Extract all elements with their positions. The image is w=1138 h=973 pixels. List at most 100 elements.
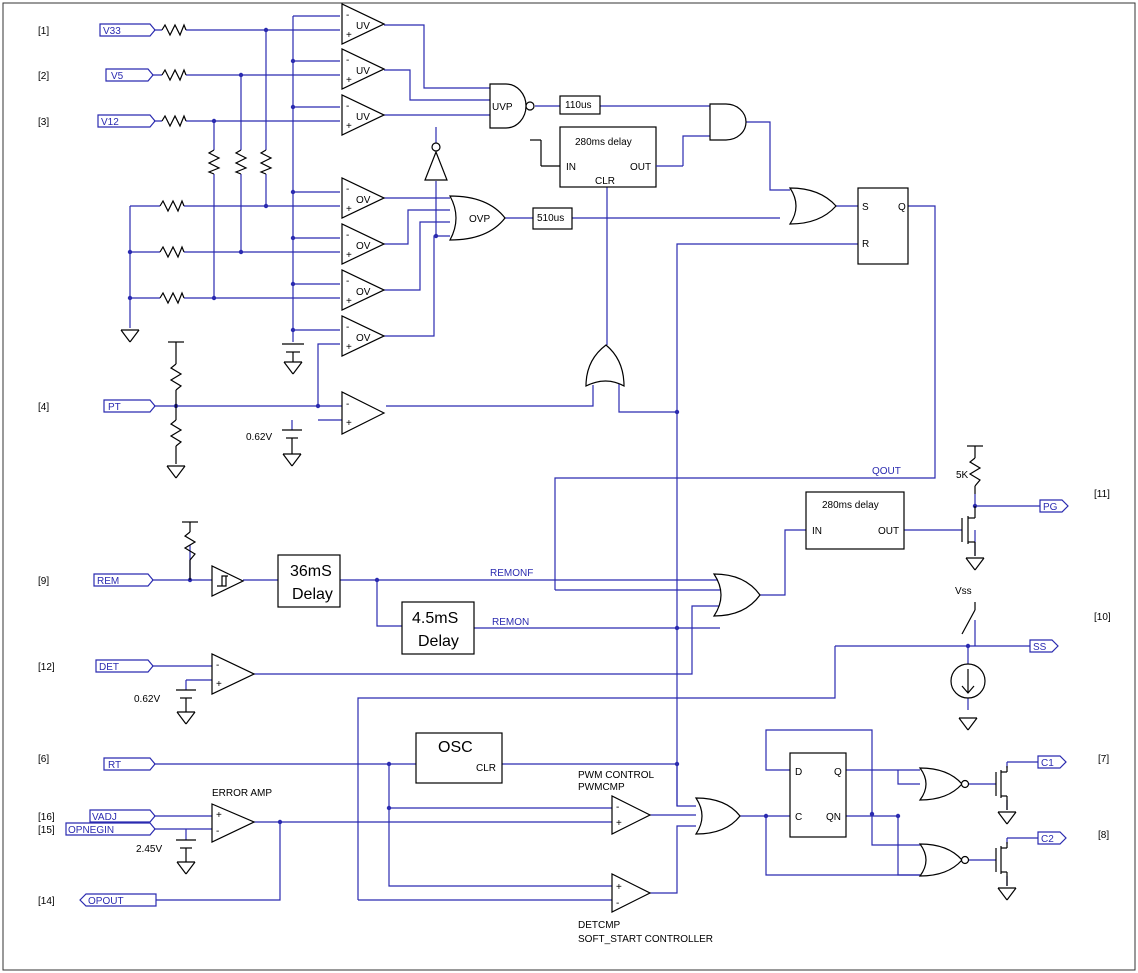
ovp-or-gate: OVP bbox=[448, 195, 506, 241]
svg-text:Delay: Delay bbox=[418, 633, 459, 650]
svg-text:[7]: [7] bbox=[1098, 754, 1109, 765]
ov-comparator-3: - + OV bbox=[341, 269, 386, 311]
svg-text:RT: RT bbox=[108, 760, 121, 771]
pin-pg: PG [11] bbox=[1039, 489, 1110, 513]
c1-nmos bbox=[995, 766, 1008, 810]
svg-text:OPOUT: OPOUT bbox=[88, 896, 124, 907]
svg-text:+: + bbox=[216, 810, 222, 821]
inverter bbox=[424, 142, 448, 181]
svg-text:+: + bbox=[346, 296, 352, 307]
pin-c2: C2 [8] bbox=[1037, 830, 1109, 845]
svg-text:[1]: [1] bbox=[38, 26, 49, 37]
svg-text:[16]: [16] bbox=[38, 812, 55, 823]
soft-start-comparator: + - bbox=[611, 873, 652, 913]
svg-text:V33: V33 bbox=[103, 26, 121, 37]
svg-text:36mS: 36mS bbox=[290, 563, 332, 580]
net-remon: REMON bbox=[492, 617, 529, 628]
svg-text:PG: PG bbox=[1043, 502, 1058, 513]
or-gate-vertical bbox=[585, 344, 625, 388]
svg-text:OSC: OSC bbox=[438, 739, 473, 756]
svg-text:[8]: [8] bbox=[1098, 830, 1109, 841]
pg-nmos bbox=[961, 506, 976, 556]
soft-start-controller-label: SOFT_START CONTROLLER bbox=[578, 934, 713, 945]
delay-4-5ms: 4.5mS Delay bbox=[401, 601, 475, 655]
svg-text:+: + bbox=[346, 250, 352, 261]
svg-text:CLR: CLR bbox=[476, 763, 496, 774]
svg-text:4.5mS: 4.5mS bbox=[412, 610, 458, 627]
svg-text:IN: IN bbox=[566, 162, 576, 173]
c2-nmos bbox=[995, 842, 1008, 886]
svg-text:-: - bbox=[346, 184, 349, 195]
svg-text:V5: V5 bbox=[111, 71, 124, 82]
error-amp-reference-voltage: 2.45V bbox=[136, 844, 162, 855]
delay-280ms-a: 280ms delay IN OUT CLR bbox=[559, 126, 683, 188]
ov-comparator-1: - + OV bbox=[341, 177, 386, 219]
svg-text:OV: OV bbox=[356, 195, 371, 206]
svg-text:D: D bbox=[795, 767, 802, 778]
svg-text:-: - bbox=[346, 276, 349, 287]
svg-text:+: + bbox=[616, 882, 622, 893]
uv-comparator-1: -+ UV bbox=[341, 3, 386, 45]
svg-text:[3]: [3] bbox=[38, 117, 49, 128]
svg-text:[6]: [6] bbox=[38, 754, 49, 765]
svg-text:+: + bbox=[346, 204, 352, 215]
det-comparator: - + bbox=[211, 653, 256, 695]
svg-text:-: - bbox=[346, 322, 349, 333]
svg-text:[2]: [2] bbox=[38, 71, 49, 82]
svg-text:V12: V12 bbox=[101, 117, 119, 128]
pwmcmp-label: PWMCMP bbox=[578, 782, 625, 793]
svg-text:-: - bbox=[616, 802, 619, 813]
svg-text:IN: IN bbox=[812, 526, 822, 537]
or-gate-set bbox=[788, 187, 837, 225]
svg-text:[4]: [4] bbox=[38, 402, 49, 413]
svg-text:-: - bbox=[346, 399, 349, 410]
wires bbox=[129, 15, 1040, 901]
uv-comparator-3: -+ UV bbox=[341, 94, 386, 136]
svg-text:-: - bbox=[346, 55, 349, 66]
svg-text:R: R bbox=[862, 239, 869, 250]
svg-text:UV: UV bbox=[356, 112, 370, 123]
pin-opnegin: OPNEGIN [15] bbox=[38, 822, 156, 836]
svg-text:280ms delay: 280ms delay bbox=[822, 500, 879, 511]
vss-switch bbox=[961, 602, 976, 635]
svg-text:+: + bbox=[346, 342, 352, 353]
svg-text:[10]: [10] bbox=[1094, 612, 1111, 623]
svg-text:[14]: [14] bbox=[38, 896, 55, 907]
pt-reference-voltage: 0.62V bbox=[246, 432, 272, 443]
svg-text:PT: PT bbox=[108, 402, 121, 413]
pin-c1: C1 [7] bbox=[1037, 754, 1109, 769]
pullup-resistor-value: 5K bbox=[956, 470, 969, 481]
svg-text:-: - bbox=[346, 10, 349, 21]
svg-text:C: C bbox=[795, 812, 802, 823]
d-flipflop: D Q C QN bbox=[789, 752, 847, 838]
svg-text:-: - bbox=[216, 826, 219, 837]
svg-text:OV: OV bbox=[356, 287, 371, 298]
svg-text:-: - bbox=[346, 230, 349, 241]
svg-text:-: - bbox=[346, 101, 349, 112]
svg-text:REM: REM bbox=[97, 576, 119, 587]
svg-text:510us: 510us bbox=[537, 213, 564, 224]
uv-comparator-2: -+ UV bbox=[341, 48, 386, 90]
pin-rt: RT [6] bbox=[38, 754, 156, 771]
oscillator: OSC CLR bbox=[415, 732, 503, 784]
nor-gate-c1 bbox=[918, 767, 970, 801]
pin-vadj: VADJ [16] bbox=[38, 809, 156, 823]
svg-text:DET: DET bbox=[99, 662, 119, 673]
svg-text:OUT: OUT bbox=[878, 526, 899, 537]
svg-text:S: S bbox=[862, 202, 869, 213]
svg-text:CLR: CLR bbox=[595, 176, 615, 187]
delay-510us: 510us bbox=[532, 207, 573, 230]
or-gate-remote bbox=[712, 573, 761, 617]
svg-text:+: + bbox=[346, 418, 352, 429]
error-amplifier: + - bbox=[211, 803, 256, 843]
svg-text:C1: C1 bbox=[1041, 758, 1054, 769]
svg-text:-: - bbox=[216, 660, 219, 671]
svg-text:Q: Q bbox=[834, 767, 842, 778]
net-vss: Vss bbox=[955, 586, 972, 597]
svg-text:+: + bbox=[346, 30, 352, 41]
current-source bbox=[950, 663, 986, 699]
svg-text:+: + bbox=[616, 818, 622, 829]
pin-ss: SS [10] bbox=[1029, 612, 1111, 653]
